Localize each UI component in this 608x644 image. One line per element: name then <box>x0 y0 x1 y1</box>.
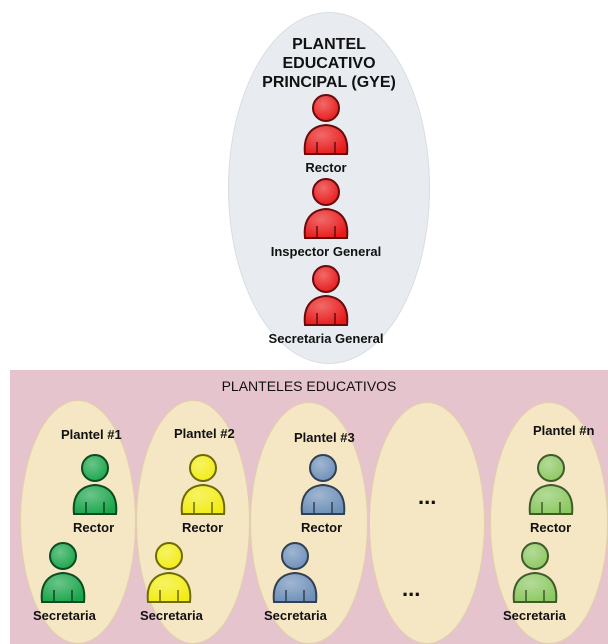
campus-n-ellipse <box>490 402 608 644</box>
person-icon <box>40 542 86 603</box>
main-role-rector-label: Rector <box>305 160 347 175</box>
main-title-line-1: PLANTEL <box>292 36 366 53</box>
campus-1-secretaria-label: Secretaria <box>33 608 96 623</box>
person-icon <box>303 265 349 326</box>
main-title-line-3: PRINCIPAL (GYE) <box>262 74 396 91</box>
campuses-band-title: PLANTELES EDUCATIVOS <box>221 378 397 394</box>
campus-1-title: Plantel #1 <box>61 427 122 442</box>
campus-3-rector-label: Rector <box>301 520 343 535</box>
person-icon <box>303 94 349 155</box>
main-role-inspector-label: Inspector General <box>270 244 382 259</box>
campus-3-secretaria-label: Secretaria <box>264 608 327 623</box>
campus-2-ellipse <box>136 400 250 644</box>
campus-ellipsis-title: ... <box>418 484 437 509</box>
person-icon <box>72 454 118 515</box>
person-icon <box>272 542 318 603</box>
person-icon <box>528 454 574 515</box>
campus-3-title: Plantel #3 <box>294 430 355 445</box>
campus-n-rector-label: Rector <box>530 520 572 535</box>
campus-2-rector-label: Rector <box>182 520 224 535</box>
campus-2-title: Plantel #2 <box>174 426 235 441</box>
person-icon <box>180 454 226 515</box>
person-icon <box>146 542 192 603</box>
campus-ellipsis-role: ... <box>402 576 421 601</box>
campus-n-secretaria-label: Secretaria <box>503 608 566 623</box>
campus-3-ellipse <box>250 402 368 644</box>
main-title-line-2: EDUCATIVO <box>282 55 376 72</box>
person-icon <box>300 454 346 515</box>
person-icon <box>303 178 349 239</box>
main-role-secretaria-label: Secretaria General <box>268 331 384 346</box>
campus-2-secretaria-label: Secretaria <box>140 608 203 623</box>
person-icon <box>512 542 558 603</box>
campus-ellipsis-ellipse <box>369 402 485 644</box>
campus-1-rector-label: Rector <box>73 520 115 535</box>
campus-n-title: Plantel #n <box>533 423 595 438</box>
main-campus-title: PLANTEL EDUCATIVO PRINCIPAL (GYE) <box>238 35 420 92</box>
